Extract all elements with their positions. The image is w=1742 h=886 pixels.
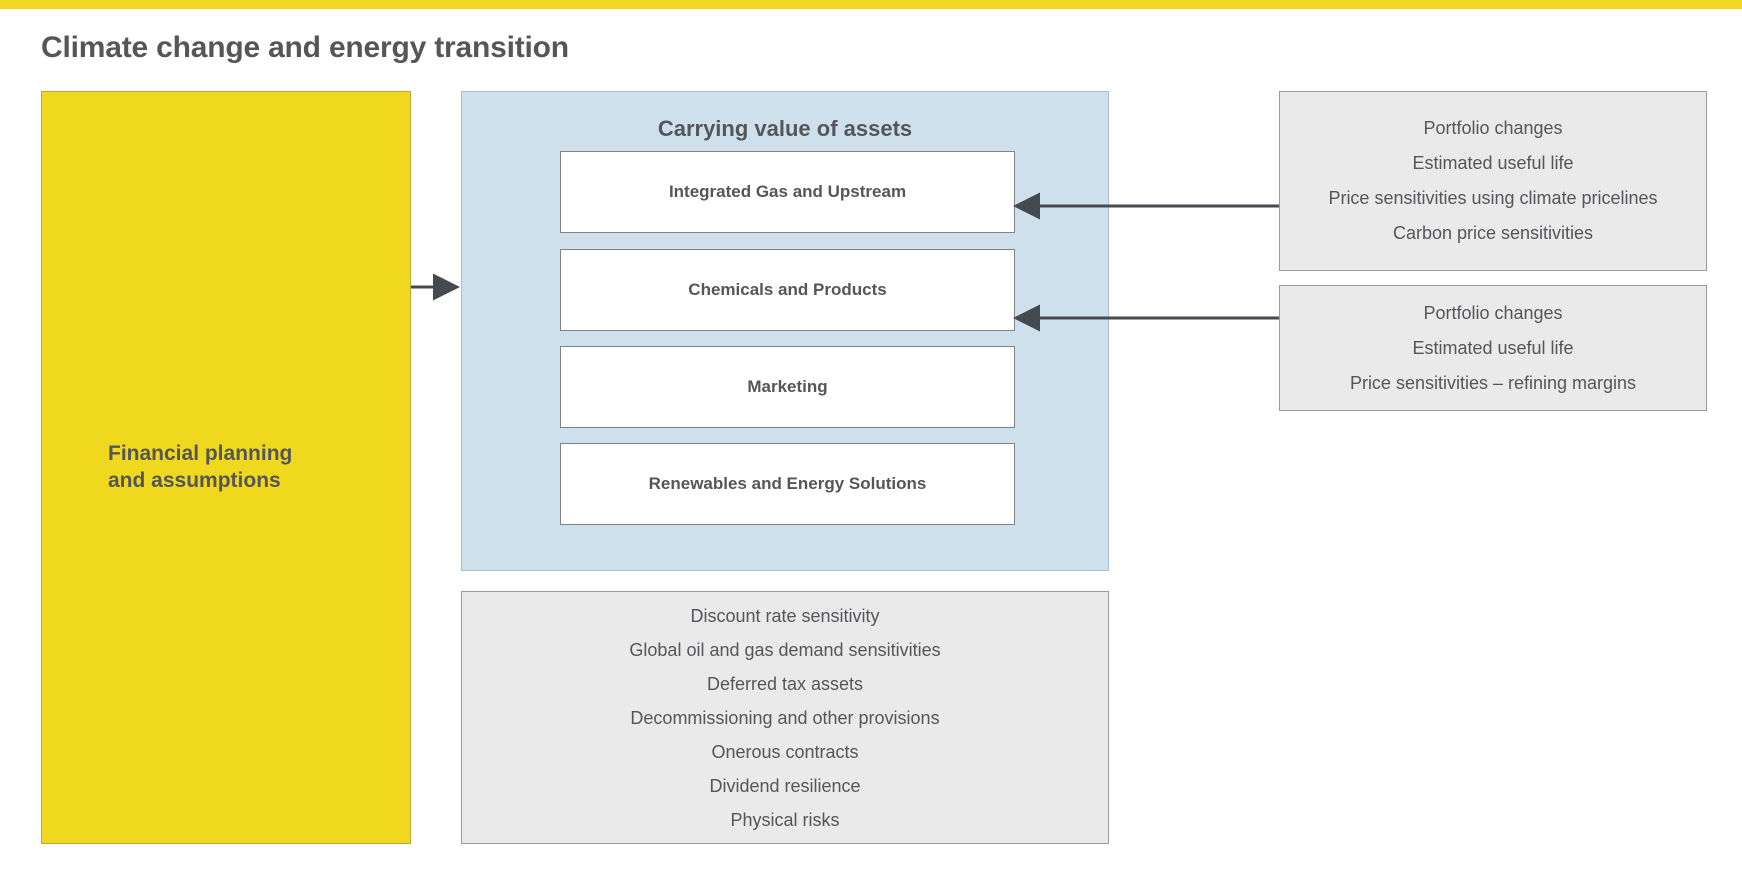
note-line: Price sensitivities using climate pricel… [1328, 188, 1658, 208]
financial-planning-block: Financial planning and assumptions [41, 91, 411, 844]
financial-planning-label-line1: Financial planning [108, 442, 293, 466]
note-line: Deferred tax assets [706, 673, 864, 694]
asset-box-chemicals-and-products: Chemicals and Products [560, 249, 1015, 331]
note-line: Carbon price sensitivities [1392, 223, 1594, 243]
note-line: Dividend resilience [709, 775, 861, 796]
note-line: Price sensitivities – refining margins [1349, 372, 1637, 393]
note-line: Global oil and gas demand sensitivities [629, 639, 941, 660]
asset-box-marketing: Marketing [560, 346, 1015, 428]
note-line: Estimated useful life [1412, 337, 1574, 358]
note-line: Portfolio changes [1423, 118, 1563, 138]
top-accent-bar [0, 0, 1742, 9]
chemicals-notes-panel: Portfolio changes Estimated useful life … [1279, 285, 1707, 411]
note-line: Onerous contracts [711, 741, 859, 762]
asset-box-renewables-and-energy-solutions: Renewables and Energy Solutions [560, 443, 1015, 525]
note-line: Discount rate sensitivity [690, 605, 880, 626]
financial-planning-label: Financial planning and assumptions [42, 441, 312, 494]
note-line: Portfolio changes [1423, 302, 1563, 323]
note-line: Decommissioning and other provisions [630, 707, 940, 728]
financial-planning-label-line2: and assumptions [108, 468, 281, 492]
note-line: Estimated useful life [1412, 153, 1574, 173]
upstream-notes-panel: Portfolio changes Estimated useful life … [1279, 91, 1707, 271]
carrying-value-title: Carrying value of assets [657, 116, 913, 141]
page-title: Climate change and energy transition [41, 31, 569, 64]
asset-box-integrated-gas-and-upstream: Integrated Gas and Upstream [560, 151, 1015, 233]
cross-cutting-notes-panel: Discount rate sensitivity Global oil and… [461, 591, 1109, 844]
carrying-value-panel: Carrying value of assets Integrated Gas … [461, 91, 1109, 571]
note-line: Physical risks [730, 809, 840, 830]
